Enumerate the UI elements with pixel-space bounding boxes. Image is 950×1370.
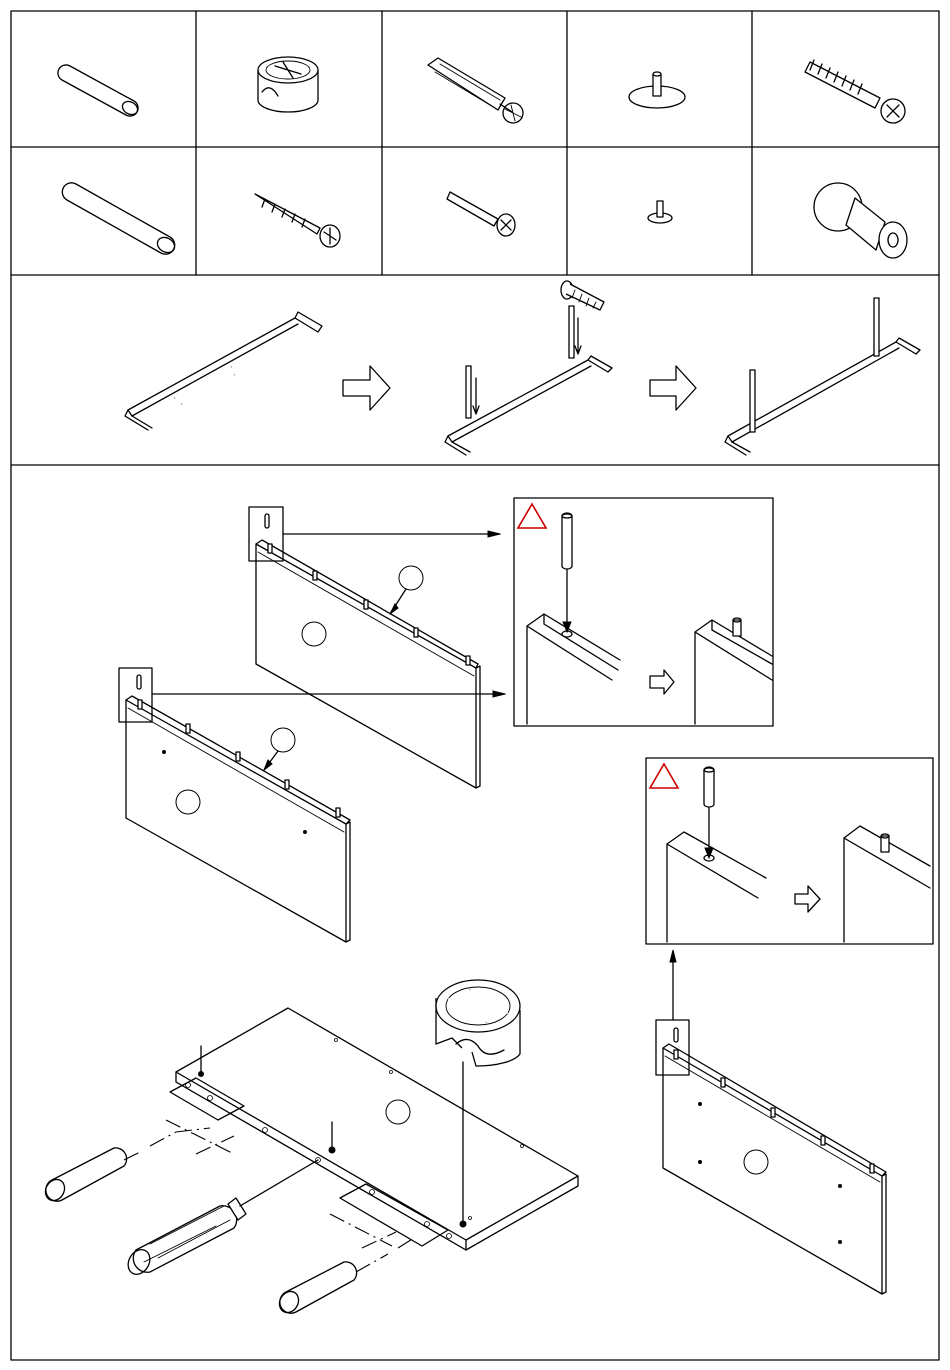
- detail-box-1: [514, 498, 773, 726]
- callout-circle: [176, 790, 200, 814]
- dowel-right: [276, 1238, 414, 1316]
- callout-circle: [302, 622, 326, 646]
- machine-screw-icon: [447, 192, 515, 236]
- callout-circle: [271, 728, 295, 752]
- frame-parts: [125, 312, 322, 430]
- dowel-short-icon: [58, 65, 140, 117]
- arrow-right-icon-2: [650, 366, 696, 410]
- warning-icon: [650, 764, 678, 788]
- callout-circle: [386, 1100, 410, 1124]
- cam-lock-large-icon: [436, 980, 520, 1066]
- cam-bolt-icon: [805, 60, 905, 123]
- glide-pad-icon: [629, 72, 685, 108]
- dowel-left: [42, 1128, 210, 1204]
- detail-box-2: [646, 758, 933, 944]
- wood-screw-icon: [255, 194, 340, 247]
- callout-circle: [399, 566, 423, 590]
- warning-icon: [518, 504, 546, 528]
- small-glide-icon: [648, 201, 672, 223]
- cam-lock-icon: [258, 57, 318, 112]
- callout-circle: [744, 1150, 768, 1174]
- dowel-long-icon: [62, 183, 177, 256]
- screw-with-anchor-icon: [428, 58, 523, 123]
- frame-with-posts: [445, 281, 612, 455]
- frame-complete: [725, 298, 920, 455]
- panel-side: [656, 950, 886, 1294]
- knob-icon: [814, 183, 907, 258]
- arrow-right-icon: [343, 366, 390, 410]
- screwdriver-icon: [124, 1160, 318, 1278]
